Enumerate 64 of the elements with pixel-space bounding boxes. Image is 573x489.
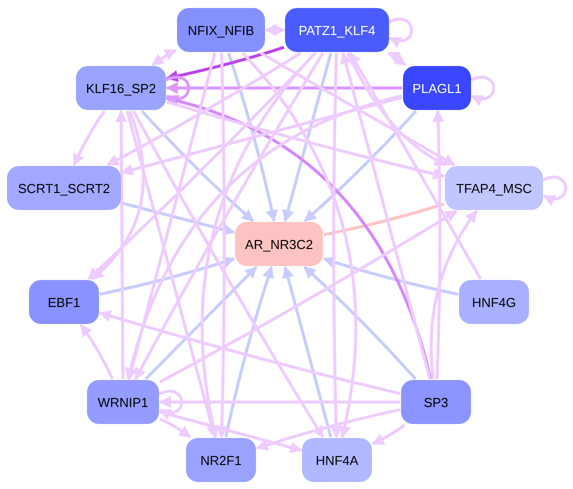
regulation-arrow: [224, 266, 274, 438]
regulation-arrow: [349, 52, 482, 280]
regulation-arrow: [72, 110, 106, 166]
regulation-arrow: [200, 52, 316, 438]
regulation-arrow: [91, 110, 145, 280]
regulation-arrow: [264, 24, 286, 36]
regulation-arrow: [470, 76, 496, 106]
regulation-arrow: [432, 110, 444, 380]
regulation-arrow: [303, 266, 417, 380]
regulation-arrow: [100, 256, 236, 296]
gene-node: KLF16_SP2: [76, 66, 166, 110]
regulation-arrow: [125, 94, 402, 380]
gene-node: PLAGL1: [403, 66, 471, 110]
regulation-arrow: [216, 52, 228, 438]
regulation-arrow: [152, 48, 178, 66]
regulation-arrow: [322, 256, 458, 296]
gene-node: AR_NR3C2: [235, 222, 323, 266]
regulation-arrow: [227, 52, 278, 222]
regulation-arrow: [126, 110, 218, 438]
regulation-arrow: [372, 424, 406, 446]
gene-node: SP3: [401, 380, 471, 424]
regulation-arrow: [330, 52, 342, 438]
gene-node: PATZ1_KLF4: [285, 8, 389, 52]
regulation-arrow: [140, 110, 254, 222]
regulation-arrow: [122, 202, 236, 236]
regulation-arrow: [115, 110, 128, 380]
regulation-arrow: [387, 52, 406, 66]
regulation-arrow: [158, 396, 400, 408]
regulation-arrow: [282, 52, 332, 222]
regulation-arrow: [430, 210, 478, 380]
gene-node: HNF4G: [459, 280, 529, 324]
regulation-arrow: [160, 410, 302, 454]
regulation-arrow: [388, 18, 414, 48]
regulation-arrow: [256, 408, 400, 451]
regulation-arrow: [282, 266, 332, 438]
gene-node: TFAP4_MSC: [445, 166, 543, 210]
regulation-arrow: [159, 210, 458, 384]
regulation-arrow: [80, 324, 114, 380]
gene-node: HNF4A: [302, 438, 372, 482]
regulation-arrow: [144, 266, 258, 380]
regulation-arrow: [166, 76, 190, 106]
regulation-arrow: [106, 52, 302, 166]
regulation-arrow: [126, 52, 216, 380]
regulation-arrow: [166, 100, 446, 180]
gene-node: NFIX_NFIB: [177, 8, 265, 52]
regulation-arrow: [260, 52, 456, 166]
regulation-arrow: [166, 95, 432, 380]
regulation-arrow: [159, 418, 192, 438]
regulation-arrow: [346, 52, 447, 166]
gene-node: NR2F1: [186, 438, 256, 482]
regulation-arrow: [132, 110, 324, 438]
regulation-arrow: [134, 52, 324, 380]
regulation-arrow: [166, 82, 402, 94]
regulation-arrow: [158, 390, 184, 420]
regulation-arrow: [98, 310, 400, 395]
regulation-arrow: [304, 110, 418, 222]
regulation-arrow: [542, 176, 568, 206]
regulation-arrow: [340, 52, 432, 380]
regulation-arrow: [242, 52, 358, 438]
regulation-arrow: [166, 46, 284, 82]
regulation-arrow: [120, 96, 402, 176]
gene-node: WRNIP1: [87, 380, 159, 424]
gene-node: SCRT1_SCRT2: [7, 166, 121, 210]
gene-node: EBF1: [29, 280, 99, 324]
